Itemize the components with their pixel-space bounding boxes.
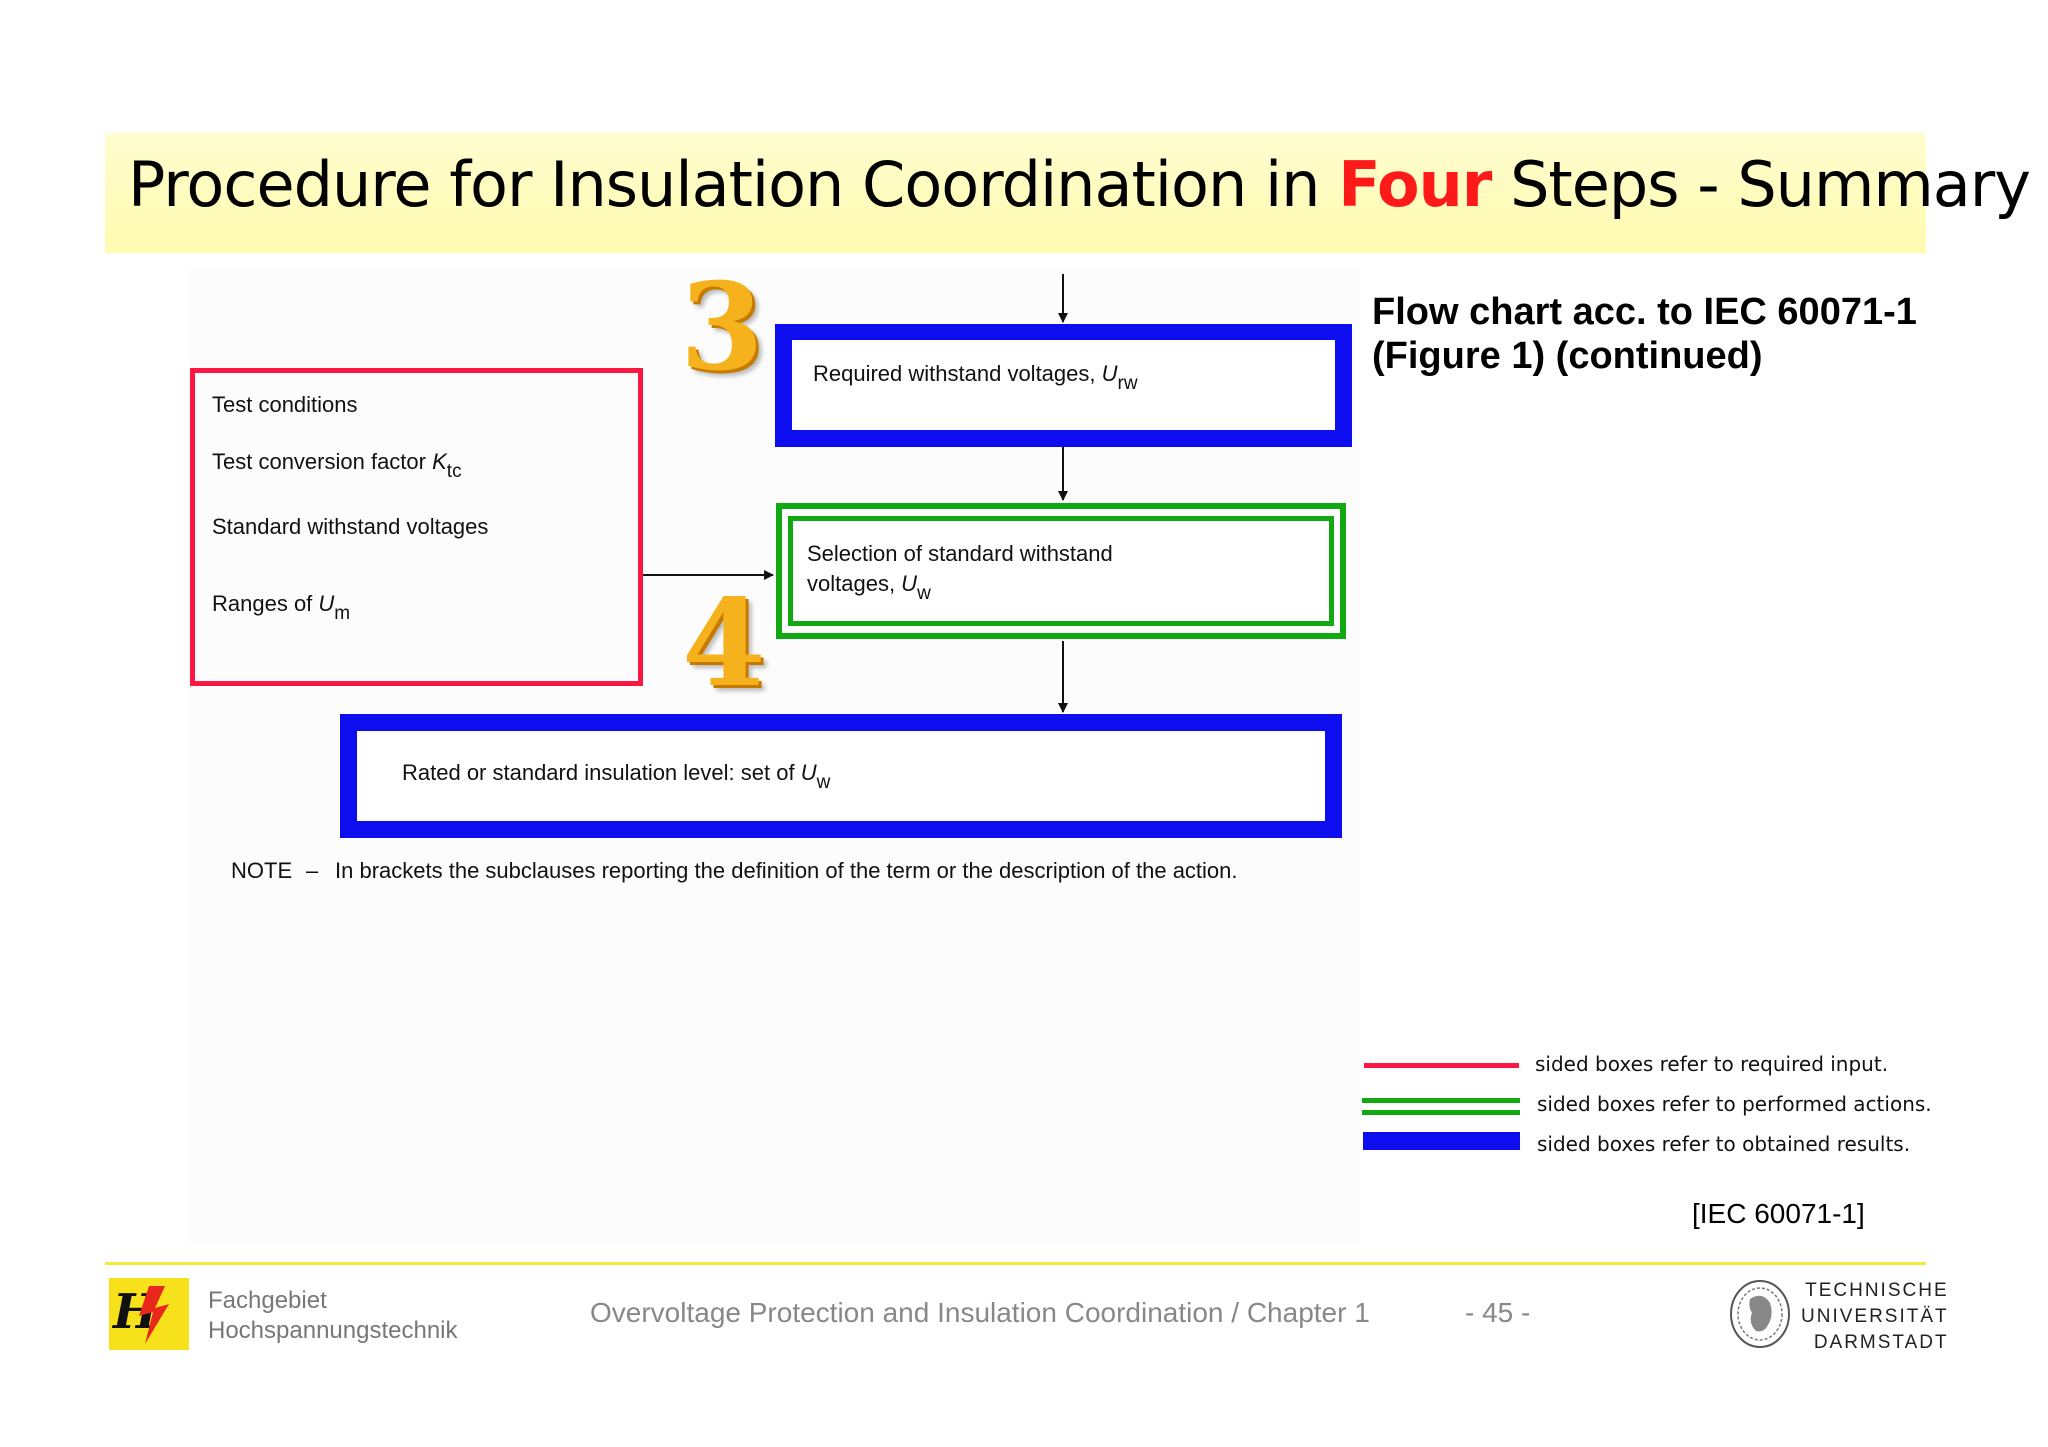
legend-red-swatch — [1364, 1063, 1519, 1068]
selection-line2: voltages, Uw — [807, 571, 931, 605]
caption-line2: (Figure 1) (continued) — [1372, 335, 1763, 377]
legend-green-swatch-top — [1362, 1098, 1520, 1103]
legend-blue-swatch — [1363, 1132, 1520, 1150]
legend-input-text: sided boxes refer to required input. — [1535, 1052, 1889, 1076]
required-withstand-box — [775, 324, 1352, 447]
caption-line1: Flow chart acc. to IEC 60071-1 — [1372, 291, 1917, 333]
footer-course-title: Overvoltage Protection and Insulation Co… — [590, 1297, 1370, 1328]
university-name: TECHNISCHE UNIVERSITÄT DARMSTADT — [1801, 1278, 1949, 1356]
note-dash: – — [306, 858, 319, 883]
required-subscript: rw — [1117, 373, 1138, 394]
selection-subscript: w — [917, 583, 931, 604]
rated-insulation-label: Rated or standard insulation level: set … — [402, 760, 830, 794]
selection-box-inner — [788, 516, 1334, 626]
step-3-number: 3 — [680, 257, 764, 398]
title-part-1: Procedure for Insulation Coordination in — [128, 148, 1320, 221]
required-symbol: U — [1101, 361, 1118, 386]
required-text: Required withstand voltages, — [813, 361, 1102, 386]
tu-line3: DARMSTADT — [1813, 1332, 1949, 1353]
legend-result-text: sided boxes refer to obtained results. — [1537, 1132, 1911, 1156]
tu-line2: UNIVERSITÄT — [1801, 1306, 1949, 1327]
rated-symbol: U — [800, 760, 817, 785]
input-line4-symbol: U — [318, 591, 335, 616]
input-line2-subscript: tc — [446, 461, 462, 482]
input-box — [190, 368, 643, 686]
footer-page-number: - 45 - — [1465, 1297, 1531, 1328]
rated-subscript: w — [816, 772, 831, 793]
input-line2-symbol: K — [432, 449, 447, 474]
input-ranges: Ranges of Um — [212, 591, 350, 625]
selection-box-outer — [776, 503, 1346, 639]
tu-line1: TECHNISCHE — [1805, 1280, 1949, 1301]
legend-green-swatch-bottom — [1362, 1110, 1520, 1115]
title-highlight: Four — [1338, 148, 1492, 221]
step-4-number: 4 — [682, 573, 766, 714]
input-line4-text: Ranges of — [212, 591, 319, 616]
note-label: NOTE — [231, 858, 293, 883]
selection-symbol: U — [901, 571, 918, 596]
tu-seal-logo — [1728, 1277, 1792, 1351]
dept-line1: Fachgebiet — [208, 1287, 327, 1314]
dept-logo: H — [109, 1278, 189, 1350]
title-part-2: Steps - Summary — [1510, 148, 2031, 221]
selection-line1: Selection of standard withstand — [807, 541, 1113, 566]
dept-name: Fachgebiet Hochspannungstechnik — [208, 1286, 458, 1346]
footer-rule — [105, 1262, 1926, 1265]
flowchart-caption: Flow chart acc. to IEC 60071-1 (Figure 1… — [1372, 290, 1917, 378]
reference-citation: [IEC 60071-1] — [1692, 1198, 1865, 1229]
legend-action-text: sided boxes refer to performed actions. — [1537, 1092, 1932, 1116]
title-banner — [105, 133, 1926, 253]
input-test-conditions: Test conditions — [212, 392, 358, 417]
note-text: In brackets the subclauses reporting the… — [335, 858, 1238, 883]
slide-title: Procedure for Insulation Coordination in… — [128, 148, 2031, 221]
rated-insulation-box — [340, 714, 1342, 838]
rated-text: Rated or standard insulation level: set … — [402, 760, 801, 785]
input-line4-subscript: m — [334, 603, 351, 624]
input-test-conversion-factor: Test conversion factor Ktc — [212, 449, 462, 483]
dept-line2: Hochspannungstechnik — [208, 1317, 458, 1344]
required-withstand-label: Required withstand voltages, Urw — [813, 361, 1138, 395]
input-standard-withstand: Standard withstand voltages — [212, 514, 489, 539]
input-line2-text: Test conversion factor — [212, 449, 433, 474]
selection-line2-text: voltages, — [807, 571, 902, 596]
